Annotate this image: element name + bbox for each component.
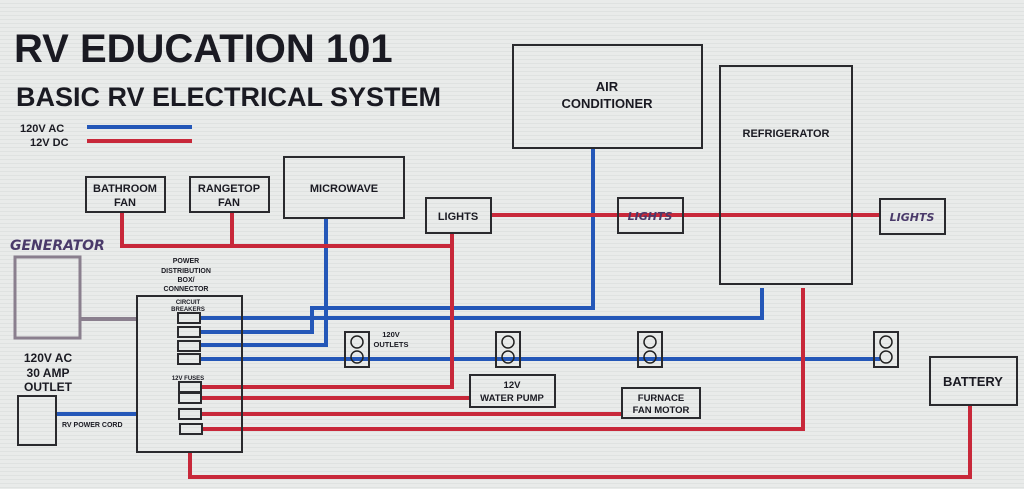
rv-power-cord-label: RV POWER CORD [62, 422, 123, 429]
circuit-breaker [177, 312, 201, 324]
dc-wires [120, 212, 972, 479]
svg-text:DISTRIBUTION: DISTRIBUTION [161, 268, 211, 275]
svg-text:BATTERY: BATTERY [943, 374, 1003, 389]
diagram-subtitle: BASIC RV ELECTRICAL SYSTEM [16, 82, 441, 112]
svg-text:CONDITIONER: CONDITIONER [562, 96, 654, 111]
fuse [178, 381, 202, 393]
svg-text:OUTLETS: OUTLETS [374, 340, 409, 349]
svg-text:RANGETOP: RANGETOP [198, 183, 260, 195]
wire-refrigerator-dc [202, 288, 805, 431]
wire-bathroom-fan [120, 212, 452, 248]
battery: BATTERY [929, 356, 1018, 406]
outlet-2 [495, 331, 521, 368]
svg-text:12V: 12V [504, 380, 522, 391]
power-distribution-box: POWER DISTRIBUTION BOX/ CONNECTOR CIRCUI… [136, 258, 243, 453]
svg-text:30 AMP: 30 AMP [27, 366, 70, 380]
circuit-breaker [177, 353, 201, 365]
outlet-3 [637, 331, 663, 368]
legend-dc-label: 12V DC [30, 137, 69, 149]
air-conditioner: AIR CONDITIONER [512, 44, 703, 149]
svg-text:BOX/: BOX/ [177, 277, 194, 284]
legend: 120V AC 12V DC [20, 123, 192, 149]
wire-lights [202, 233, 454, 389]
shore-power-outlet: 120V AC 30 AMP OUTLET RV POWER CORD [17, 351, 123, 446]
legend-ac-label: 120V AC [20, 123, 64, 135]
rangetop-fan: RANGETOP FAN [189, 176, 270, 213]
svg-text:BATHROOM: BATHROOM [93, 183, 157, 195]
wire-battery [188, 405, 972, 479]
svg-text:MICROWAVE: MICROWAVE [310, 183, 378, 195]
lights-2: LIGHTS [617, 197, 684, 234]
outlet-1: 120V OUTLETS [344, 330, 409, 368]
outlet-4 [873, 331, 899, 368]
svg-text:LIGHTS: LIGHTS [628, 210, 673, 223]
svg-text:LIGHTS: LIGHTS [438, 211, 478, 223]
fuse [179, 423, 203, 435]
svg-text:CONNECTOR: CONNECTOR [164, 286, 209, 293]
lights-1: LIGHTS [425, 197, 492, 234]
svg-text:FAN: FAN [114, 197, 136, 209]
circuit-breaker [177, 340, 201, 352]
microwave: MICROWAVE [283, 156, 405, 219]
svg-text:120V AC: 120V AC [24, 351, 73, 365]
svg-text:FAN MOTOR: FAN MOTOR [633, 405, 690, 416]
svg-text:12V FUSES: 12V FUSES [172, 376, 204, 382]
svg-text:GENERATOR: GENERATOR [10, 238, 105, 254]
svg-text:AIR: AIR [596, 79, 619, 94]
wire-refrigerator-ac [200, 288, 764, 320]
circuit-breaker [177, 326, 201, 338]
svg-text:WATER PUMP: WATER PUMP [480, 393, 544, 404]
wire-microwave [200, 218, 328, 347]
diagram-title: RV EDUCATION 101 [14, 27, 393, 71]
svg-text:REFRIGERATOR: REFRIGERATOR [743, 128, 830, 140]
refrigerator: REFRIGERATOR [719, 65, 853, 285]
svg-text:POWER: POWER [173, 258, 199, 265]
svg-text:LIGHTS: LIGHTS [890, 211, 935, 224]
svg-text:FAN: FAN [218, 197, 240, 209]
svg-text:BREAKERS: BREAKERS [171, 307, 205, 313]
fuse [178, 408, 202, 420]
water-pump: 12V WATER PUMP [469, 374, 556, 408]
svg-text:FURNACE: FURNACE [638, 393, 684, 404]
lights-3: LIGHTS [879, 198, 946, 235]
generator: GENERATOR [10, 238, 105, 340]
wire-air-conditioner [200, 148, 595, 334]
fuse [178, 392, 202, 404]
furnace-fan-motor: FURNACE FAN MOTOR [621, 387, 701, 419]
outlets-label: 120V [382, 330, 400, 339]
svg-text:OUTLET: OUTLET [24, 380, 73, 394]
svg-text:CIRCUIT: CIRCUIT [176, 300, 201, 306]
bathroom-fan: BATHROOM FAN [85, 176, 166, 213]
